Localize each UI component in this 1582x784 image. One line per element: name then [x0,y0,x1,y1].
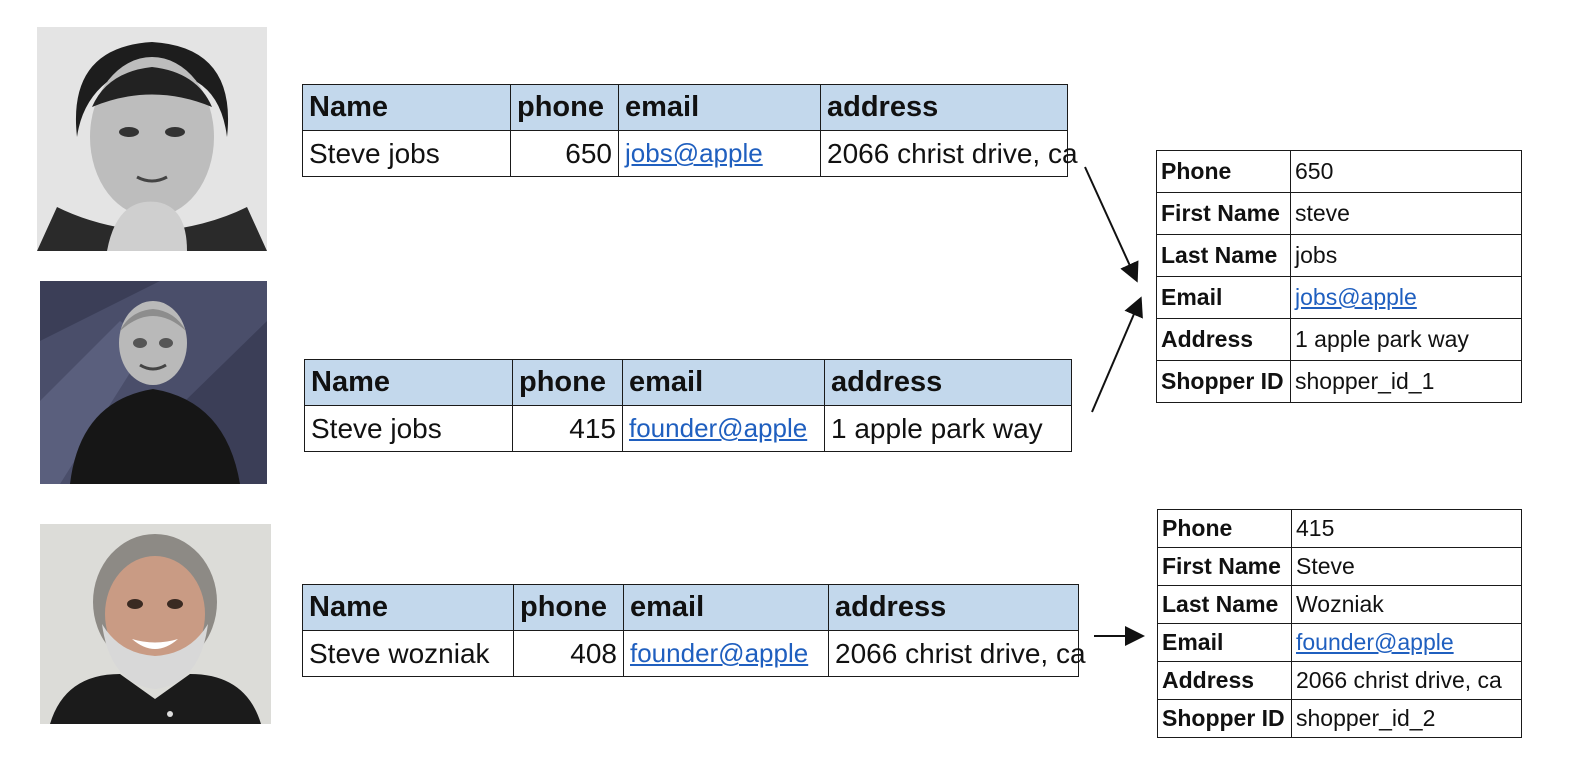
record-table-3: Name phone email address Steve wozniak 4… [302,584,1086,677]
table-row: Last Name Wozniak [1157,585,1522,624]
header-email: email [618,84,821,131]
table-row: Email jobs@apple [1156,276,1522,319]
header-name: Name [302,84,511,131]
portrait-steve-jobs-older [40,281,267,484]
email-link[interactable]: founder@apple [630,638,809,668]
header-address: address [828,584,1079,631]
table-row: First Name steve [1156,192,1522,235]
portrait-steve-wozniak [40,524,271,724]
header-email: email [623,584,829,631]
header-address: address [820,84,1068,131]
value-shopper-id: shopper_id_1 [1290,360,1522,403]
label-phone: Phone [1156,150,1291,193]
label-shopper-id: Shopper ID [1156,360,1291,403]
value-address: 2066 christ drive, ca [1291,661,1522,700]
value-address: 1 apple park way [1290,318,1522,361]
value-last-name: jobs [1290,234,1522,277]
header-phone: phone [513,584,624,631]
cell-address: 2066 christ drive, ca [820,130,1078,177]
table-row: Address 2066 christ drive, ca [1157,661,1522,700]
label-address: Address [1156,318,1291,361]
cell-phone: 415 [512,405,623,452]
table-row: First Name Steve [1157,547,1522,586]
label-email: Email [1157,623,1292,662]
label-shopper-id: Shopper ID [1157,699,1292,738]
record-table-1: Name phone email address Steve jobs 650 … [302,84,1078,177]
table-header-row: Name phone email address [304,359,1072,406]
header-phone: phone [512,359,623,406]
table-header-row: Name phone email address [302,584,1079,631]
cell-address: 2066 christ drive, ca [828,630,1086,677]
value-phone: 415 [1291,509,1522,548]
table-row: Last Name jobs [1156,234,1522,277]
label-last-name: Last Name [1156,234,1291,277]
record-table-2: Name phone email address Steve jobs 415 … [304,359,1072,452]
table-row: Email founder@apple [1157,623,1522,662]
header-name: Name [304,359,513,406]
table-row: Steve wozniak 408 founder@apple 2066 chr… [302,630,1086,677]
cell-name: Steve jobs [302,130,511,177]
header-phone: phone [510,84,619,131]
header-name: Name [302,584,514,631]
value-phone: 650 [1290,150,1522,193]
arrow-record-2 [1091,296,1143,413]
label-first-name: First Name [1156,192,1291,235]
cell-name: Steve jobs [304,405,513,452]
table-row: Steve jobs 415 founder@apple 1 apple par… [304,405,1072,452]
cell-address: 1 apple park way [824,405,1072,452]
resolved-table-1: Phone 650 First Name steve Last Name job… [1156,150,1522,403]
label-phone: Phone [1157,509,1292,548]
value-last-name: Wozniak [1291,585,1522,624]
label-first-name: First Name [1157,547,1292,586]
table-row: Steve jobs 650 jobs@apple 2066 christ dr… [302,130,1078,177]
value-first-name: steve [1290,192,1522,235]
table-row: Shopper ID shopper_id_1 [1156,360,1522,403]
table-header-row: Name phone email address [302,84,1068,131]
portrait-steve-jobs-young [37,27,267,251]
label-last-name: Last Name [1157,585,1292,624]
arrow-record-1 [1084,166,1139,283]
table-row: Phone 650 [1156,150,1522,193]
header-address: address [824,359,1072,406]
header-email: email [622,359,825,406]
table-row: Address 1 apple park way [1156,318,1522,361]
table-row: Phone 415 [1157,509,1522,548]
email-link[interactable]: jobs@apple [1295,284,1417,310]
cell-name: Steve wozniak [302,630,514,677]
resolved-table-2: Phone 415 First Name Steve Last Name Woz… [1157,509,1522,738]
label-email: Email [1156,276,1291,319]
email-link[interactable]: founder@apple [629,413,808,443]
label-address: Address [1157,661,1292,700]
cell-phone: 650 [510,130,619,177]
email-link[interactable]: founder@apple [1296,629,1454,655]
value-shopper-id: shopper_id_2 [1291,699,1522,738]
value-first-name: Steve [1291,547,1522,586]
cell-phone: 408 [513,630,624,677]
email-link[interactable]: jobs@apple [625,138,763,168]
table-row: Shopper ID shopper_id_2 [1157,699,1522,738]
